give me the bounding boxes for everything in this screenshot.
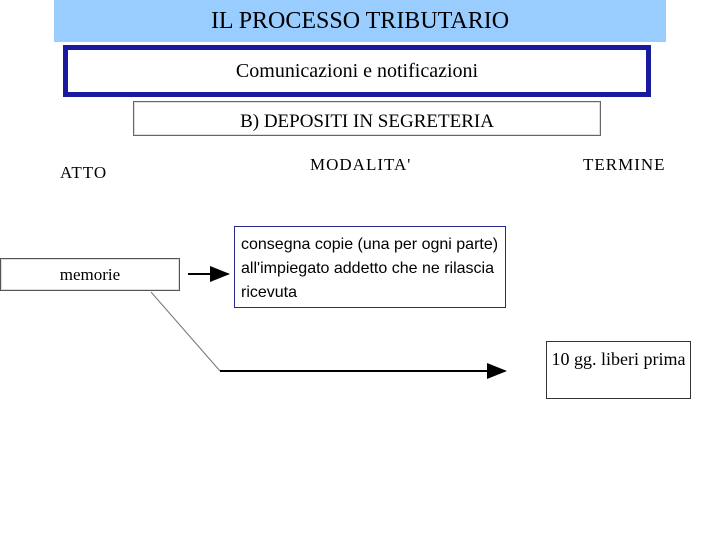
- section-heading-box: B) DEPOSITI IN SEGRETERIA: [133, 101, 601, 136]
- column-header-atto: ATTO: [60, 163, 108, 182]
- atto-label: memorie: [59, 264, 121, 284]
- termine-box: 10 gg. liberi prima: [546, 341, 691, 399]
- atto-memorie-box: memorie: [0, 258, 180, 291]
- page-title: IL PROCESSO TRIBUTARIO: [210, 7, 510, 34]
- subtitle-box: Comunicazioni e notificazioni: [63, 45, 651, 97]
- modalita-box: consegna copie (una per ogni parte) all'…: [234, 226, 506, 308]
- section-heading: B) DEPOSITI IN SEGRETERIA: [240, 111, 494, 132]
- column-header-modalita: MODALITA': [310, 155, 412, 174]
- page-subtitle: Comunicazioni e notificazioni: [235, 59, 479, 82]
- diagonal-connector: [150, 291, 221, 372]
- modalita-text: consegna copie (una per ogni parte) all'…: [241, 236, 499, 301]
- column-header-termine: TERMINE: [583, 155, 666, 174]
- title-bar: IL PROCESSO TRIBUTARIO: [54, 0, 666, 42]
- termine-text: 10 gg. liberi prima: [551, 349, 686, 369]
